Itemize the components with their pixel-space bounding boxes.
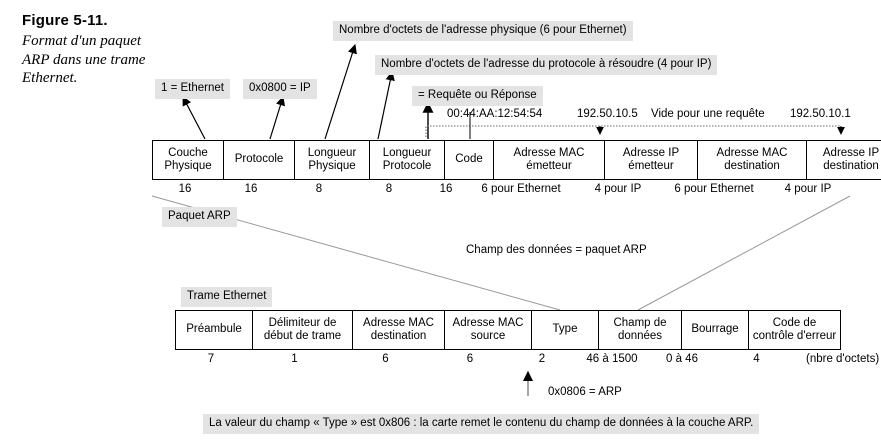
label-trame-ethernet: Trame Ethernet (181, 287, 273, 307)
bottom-note: La valeur du champ « Type » est 0x806 : … (203, 414, 760, 434)
arp-size-6: 4 pour IP (594, 183, 642, 195)
eth-size-5: 46 à 1500 (586, 353, 638, 365)
arp-size-0: 16 (178, 183, 192, 195)
value-sender-ip: 192.50.10.5 (577, 108, 638, 120)
eth-field-0: Préambule (175, 310, 253, 350)
value-target-ip: 192.50.10.1 (790, 108, 851, 120)
callout-protocol-type: 0x0800 = IP (243, 79, 317, 99)
arp-field-3: Longueur Protocole (369, 140, 445, 180)
ethernet-frame-table: Préambule Délimiteur de début de trame A… (175, 310, 841, 350)
arp-field-7: Adresse MAC destination (697, 140, 807, 180)
eth-size-2: 6 (382, 353, 389, 365)
eth-size-4: 2 (538, 353, 546, 365)
eth-field-6: Bourrage (681, 310, 749, 350)
arp-field-0: Couche Physique (152, 140, 224, 180)
arp-field-2: Longueur Physique (294, 140, 370, 180)
eth-size-1: 1 (291, 353, 298, 365)
arp-field-6: Adresse IP émetteur (604, 140, 698, 180)
eth-size-7: 4 (753, 353, 760, 365)
arp-size-7: 6 pour Ethernet (674, 183, 754, 195)
arp-field-4: Code (444, 140, 494, 180)
arp-field-8: Adresse IP destination (806, 140, 881, 180)
value-sender-mac: 00:44:AA:12:54:54 (447, 108, 543, 120)
callout-protocol-length: Nombre d'octets de l'adresse du protocol… (375, 55, 718, 75)
arp-size-8: 4 pour IP (784, 183, 832, 195)
arp-size-2: 8 (315, 183, 323, 195)
eth-field-7: Code de contrôle d'erreur (748, 310, 841, 350)
arp-size-3: 8 (385, 183, 393, 195)
eth-size-3: 6 (466, 353, 474, 365)
eth-field-4: Type (531, 310, 599, 350)
arp-size-4: 16 (439, 183, 453, 195)
label-type-value: 0x0806 = ARP (548, 386, 622, 398)
eth-field-2: Adresse MAC destination (352, 310, 445, 350)
arp-size-1: 16 (244, 183, 258, 195)
figure-number: Figure 5-11. (22, 12, 108, 29)
callout-hardware-length: Nombre d'octets de l'adresse physique (6… (333, 21, 633, 41)
value-target-mac: Vide pour une requête (651, 108, 765, 120)
eth-size-0: 7 (207, 353, 215, 365)
eth-size-6: 0 à 46 (666, 353, 698, 365)
callout-operation-code: = Requête ou Réponse (412, 86, 543, 106)
arp-field-5: Adresse MAC émetteur (493, 140, 605, 180)
arp-size-5: 6 pour Ethernet (481, 183, 561, 195)
table-row: Couche Physique Protocole Longueur Physi… (152, 140, 881, 180)
eth-field-1: Délimiteur de début de trame (252, 310, 353, 350)
callout-hardware-type: 1 = Ethernet (155, 79, 230, 99)
arp-packet-table: Couche Physique Protocole Longueur Physi… (152, 140, 881, 180)
ethernet-size-row: 7 1 6 6 2 46 à 1500 0 à 46 4 (175, 353, 800, 369)
arp-field-1: Protocole (223, 140, 295, 180)
eth-field-5: Champ de données (598, 310, 682, 350)
label-paquet-arp: Paquet ARP (162, 207, 237, 227)
label-champ-donnees: Champ des données = paquet ARP (466, 244, 647, 256)
figure-description: Format d'un paquet ARP dans une trame Et… (22, 33, 146, 86)
table-row: Préambule Délimiteur de début de trame A… (175, 310, 841, 350)
ethernet-unit-note: (nbre d'octets) (806, 353, 880, 365)
arp-size-row: 16 16 8 8 16 6 pour Ethernet 4 pour IP 6… (152, 183, 850, 199)
eth-field-3: Adresse MAC source (444, 310, 532, 350)
